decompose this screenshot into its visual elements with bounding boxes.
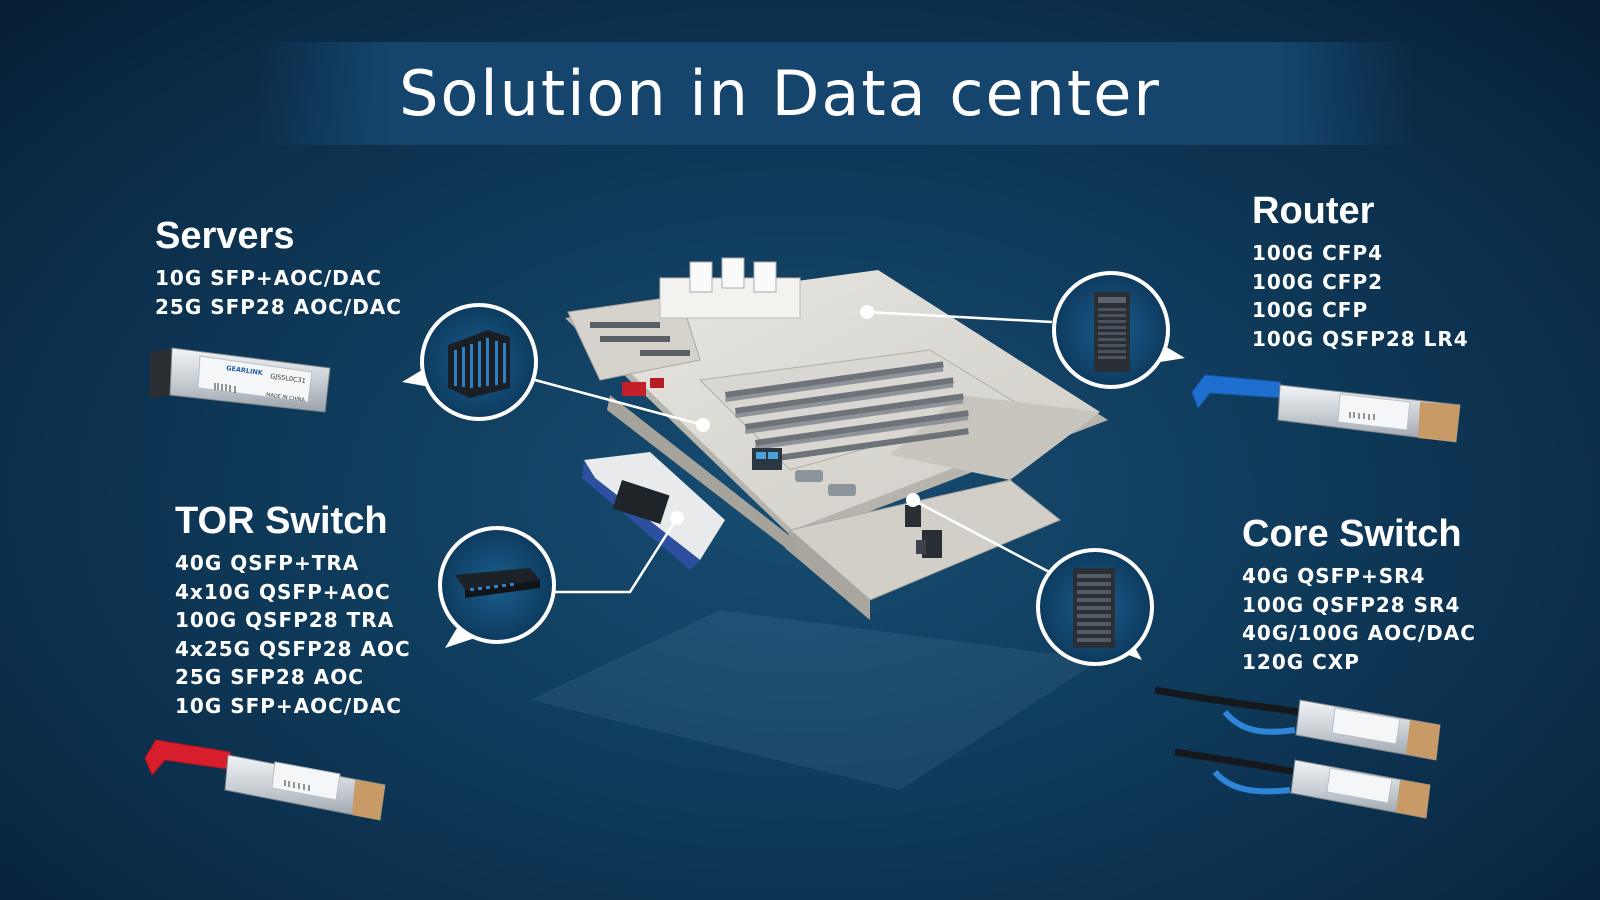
tor-switch-item: 4x25G QSFP28 AOC xyxy=(175,636,411,661)
router-title: Router xyxy=(1252,190,1375,232)
aoc-cable-core-1 xyxy=(1154,686,1441,761)
tor-switch-icon xyxy=(455,568,540,598)
core-switch-item: 100G QSFP28 SR4 xyxy=(1242,592,1461,617)
servers-item: 25G SFP28 AOC/DAC xyxy=(155,294,402,319)
server-rack-icon xyxy=(448,330,510,398)
router-icon xyxy=(1094,292,1130,372)
tor-switch-section: TOR Switch 40G QSFP+TRA 4x10G QSFP+AOC 1… xyxy=(175,500,411,720)
router-item: 100G CFP2 xyxy=(1252,269,1384,294)
servers-item: 10G SFP+AOC/DAC xyxy=(155,266,382,290)
tor-switch-item: 100G QSFP28 TRA xyxy=(175,608,395,632)
callout-servers xyxy=(402,303,538,421)
router-item: 100G QSFP28 LR4 xyxy=(1252,326,1469,351)
router-item: 100G CFP xyxy=(1252,298,1369,322)
sfp-module-servers: GEARLINK GJS5L0C31 MADE IN CHINA xyxy=(150,347,331,413)
tor-switch-item: 40G QSFP+TRA xyxy=(175,551,360,575)
core-switch-icon xyxy=(1073,568,1115,648)
callout-router xyxy=(1052,271,1185,389)
tor-switch-item: 10G SFP+AOC/DAC xyxy=(175,693,402,718)
aoc-cable-core-2 xyxy=(1174,748,1431,819)
qsfp-module-router xyxy=(1191,374,1461,443)
page-title: Solution in Data center xyxy=(399,57,1161,130)
core-switch-item: 120G CXP xyxy=(1242,649,1360,674)
connector-lines xyxy=(534,310,1056,594)
tor-switch-item: 4x10G QSFP+AOC xyxy=(175,579,391,604)
tor-switch-title: TOR Switch xyxy=(175,500,388,542)
core-switch-item: 40G/100G AOC/DAC xyxy=(1242,621,1476,645)
router-item: 100G CFP4 xyxy=(1252,241,1384,265)
data-center-building xyxy=(565,257,1108,620)
servers-module-origin: MADE IN CHINA xyxy=(266,392,306,403)
servers-title: Servers xyxy=(155,215,295,257)
qsfp-module-tor xyxy=(144,739,386,821)
connector-dots xyxy=(670,305,920,525)
building-reflection xyxy=(530,610,1100,790)
router-section: Router 100G CFP4 100G CFP2 100G CFP 100G… xyxy=(1252,190,1469,353)
tor-switch-item: 25G SFP28 AOC xyxy=(175,665,364,689)
core-switch-section: Core Switch 40G QSFP+SR4 100G QSFP28 SR4… xyxy=(1242,513,1476,676)
servers-section: Servers 10G SFP+AOC/DAC 25G SFP28 AOC/DA… xyxy=(155,215,402,321)
title-banner xyxy=(255,42,1415,145)
callout-core-switch xyxy=(1036,548,1154,666)
core-switch-item: 40G QSFP+SR4 xyxy=(1242,564,1426,588)
callout-tor-switch xyxy=(438,526,556,648)
core-switch-title: Core Switch xyxy=(1242,513,1462,555)
